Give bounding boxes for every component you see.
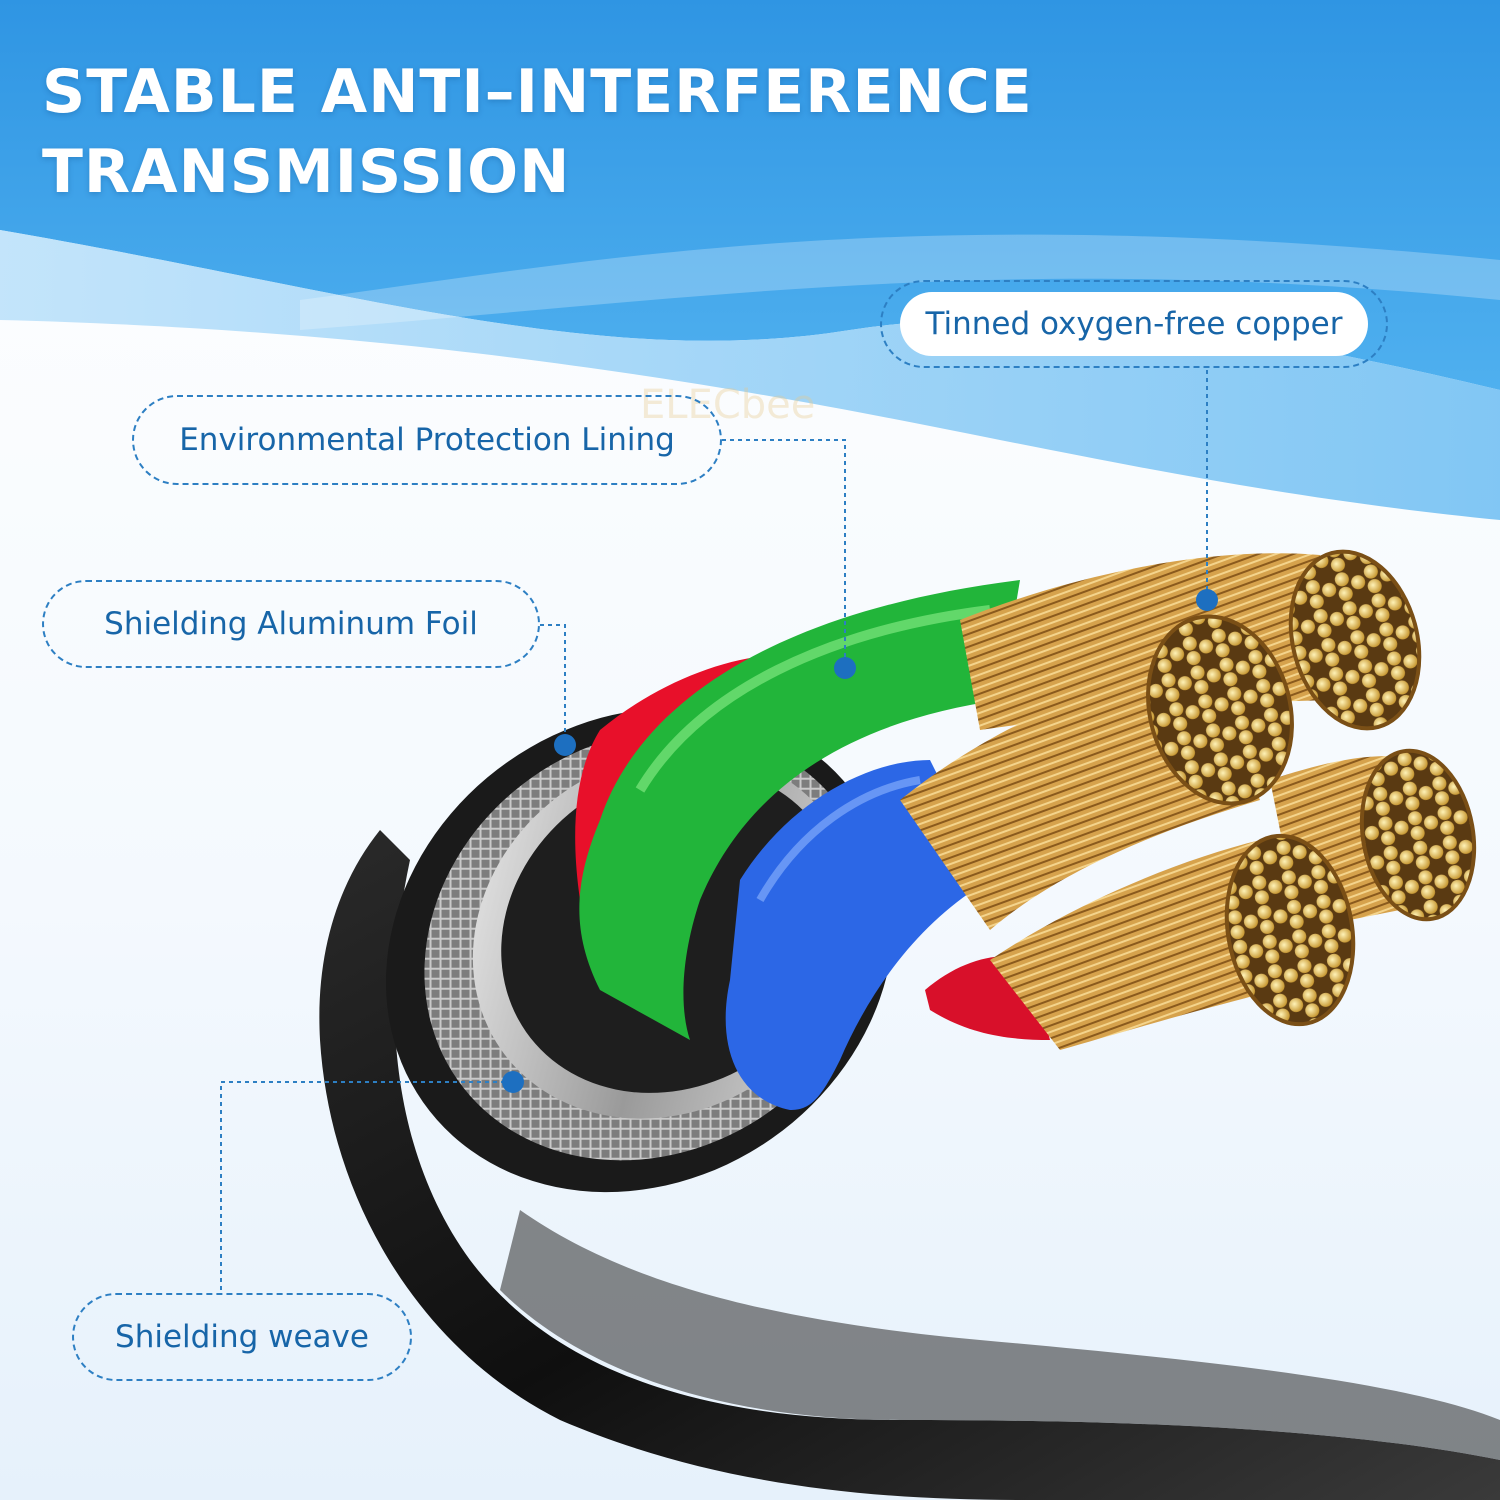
headline: STABLE ANTI–INTERFERENCE TRANSMISSION (42, 52, 1033, 212)
headline-line-2: TRANSMISSION (42, 137, 571, 207)
lining-callout-label: Environmental Protection Lining (132, 395, 722, 485)
strand-tip-2 (1146, 614, 1294, 806)
brand-watermark: ELECbee (640, 382, 816, 428)
strand-tip-1 (1288, 549, 1422, 731)
strand-tip-3 (1359, 748, 1477, 922)
foil-callout-dot (554, 734, 576, 756)
copper-callout: Tinned oxygen-free copper (880, 280, 1388, 368)
copper-callout-dot (1196, 589, 1218, 611)
copper-callout-label: Tinned oxygen-free copper (900, 292, 1368, 356)
weave-callout-label: Shielding weave (72, 1293, 412, 1381)
green-wire-insulation (579, 580, 1020, 1040)
leader-lines (220, 370, 1208, 1295)
foil-callout-label: Shielding Aluminum Foil (42, 580, 540, 668)
headline-line-1: STABLE ANTI–INTERFERENCE (42, 57, 1033, 127)
lining-callout-dot (834, 657, 856, 679)
strand-tip-4 (1224, 833, 1356, 1027)
weave-callout-dot (502, 1071, 524, 1093)
blue-wire-insulation (725, 760, 990, 1110)
wave-band (0, 230, 1500, 520)
